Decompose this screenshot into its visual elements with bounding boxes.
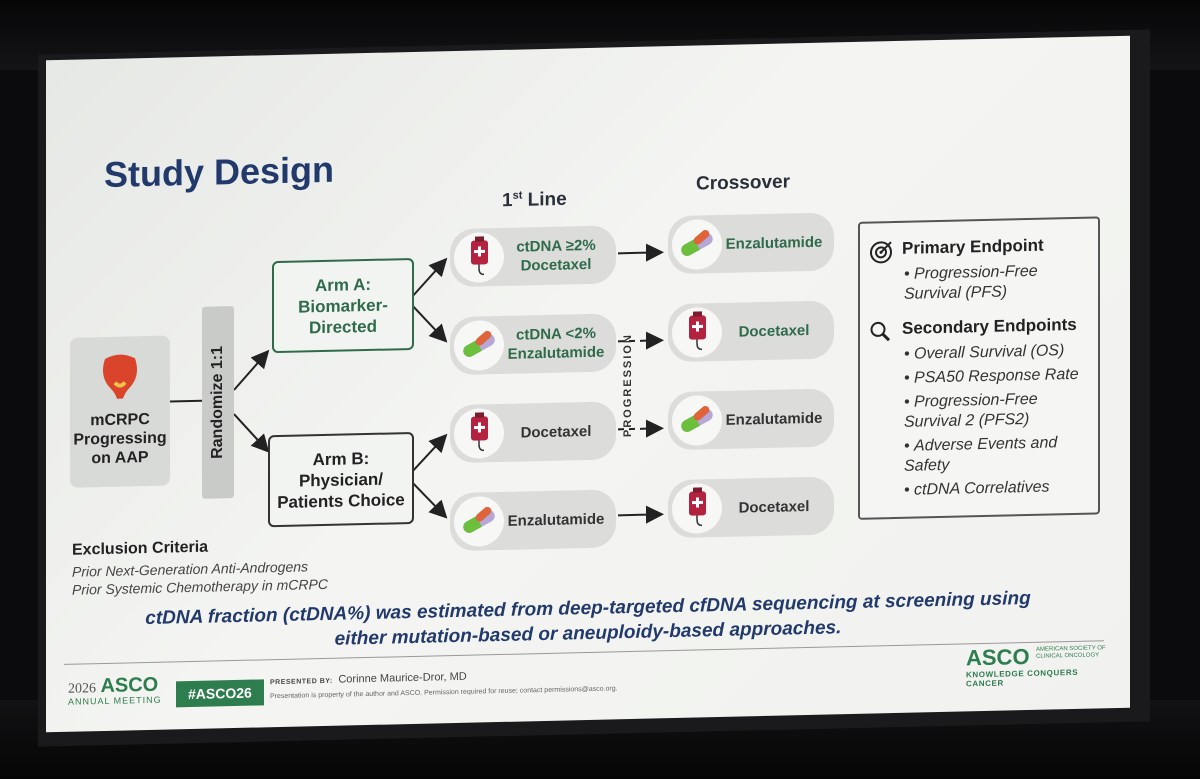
first-line-icon-holder-2 <box>454 319 504 372</box>
arm-a-line3: Directed <box>308 316 377 337</box>
crossover-pill-1: Enzalutamide <box>668 212 834 275</box>
capsule-icon <box>463 506 495 533</box>
crossover-icon-holder-4 <box>672 482 722 535</box>
arm-b-to-fl4-arrow <box>409 479 448 519</box>
arm-b-line3: Patients Choice <box>277 489 405 512</box>
presenter-name: Corinne Maurice-Dror, MD <box>338 670 467 686</box>
prostate-icon <box>103 354 137 399</box>
first-line-1-line1: ctDNA ≥2% <box>516 236 596 256</box>
secondary-endpoint-item: • Overall Survival (OS) <box>904 342 1065 363</box>
crossover-text-4: Docetaxel <box>738 497 810 517</box>
first-line-icon-holder-1 <box>454 231 504 284</box>
secondary-endpoint-item: • Progression-Free Survival 2 (PFS2) <box>904 390 1038 431</box>
secondary-endpoint-item: • Adverse Events and Safety <box>904 434 1058 475</box>
iv-bag-icon <box>689 487 706 527</box>
first-line-1-line2: Docetaxel <box>520 255 592 275</box>
crossover-icon-holder-3 <box>672 394 722 447</box>
first-line-text-3: Docetaxel <box>504 402 608 462</box>
fl3-to-co3-arrow <box>618 419 664 438</box>
slide: Study Design 1st Line Crossover mCRPC Pr… <box>46 35 1130 733</box>
rand-to-arm-a-arrow <box>233 349 270 391</box>
first-line-pill-1: ctDNA ≥2%Docetaxel <box>450 225 616 288</box>
crossover-pill-2: Docetaxel <box>668 300 834 363</box>
arm-a-line1: Arm A: <box>314 274 372 295</box>
secondary-endpoint-item: • ctDNA Correlatives <box>904 478 1050 499</box>
randomize-bar: Randomize 1:1 <box>202 306 234 499</box>
asco-logo-text: ASCO <box>966 643 1030 671</box>
asco-tagline: KNOWLEDGE CONQUERS CANCER <box>966 667 1079 689</box>
first-line-text-4: Enzalutamide <box>504 490 608 550</box>
target-icon <box>870 241 892 264</box>
first-line-pill-2: ctDNA <2%Enzalutamide <box>450 313 616 376</box>
exclusion-section: Exclusion Criteria Prior Next-Generation… <box>72 536 328 599</box>
first-line-text-1: ctDNA ≥2%Docetaxel <box>504 226 608 286</box>
fl1-to-co1-arrow <box>618 243 664 262</box>
slide-title: Study Design <box>104 148 335 195</box>
primary-endpoint-heading: Primary Endpoint <box>902 235 1044 258</box>
crossover-text-2: Docetaxel <box>738 321 810 341</box>
meeting-annual: ANNUAL MEETING <box>68 694 162 707</box>
meeting-logo: 2026 ASCO ANNUAL MEETING <box>68 674 162 707</box>
crossover-pill-4: Docetaxel <box>668 476 834 539</box>
arm-b-line1: Arm B: <box>312 448 370 469</box>
fl4-to-co4-arrow <box>618 505 664 524</box>
secondary-endpoint-item: • PSA50 Response Rate <box>904 365 1079 387</box>
endpoints-box: Primary Endpoint • Progression-Free Surv… <box>858 216 1100 520</box>
crossover-text-3: Enzalutamide <box>725 409 823 429</box>
arm-b-box: Arm B:Physician/Patients Choice <box>268 431 414 528</box>
meeting-asco: ASCO <box>100 673 159 698</box>
first-line-text-2: ctDNA <2%Enzalutamide <box>504 314 608 374</box>
pop-to-rand-line <box>170 399 202 403</box>
arm-b-to-fl3-arrow <box>409 433 448 475</box>
progression-label: PROGRESSION <box>622 333 634 438</box>
population-label-line2: Progressing <box>73 429 167 449</box>
arm-a-to-fl2-arrow <box>410 303 448 343</box>
primary-endpoint-item: • Progression-Free Survival (PFS) <box>904 262 1038 303</box>
crossover-text-1: Enzalutamide <box>725 233 823 253</box>
meeting-year: 2026 <box>68 681 96 697</box>
crossover-icon-holder-2 <box>672 306 722 359</box>
hashtag-badge: #ASCO26 <box>176 679 264 708</box>
population-label-line1: mCRPC <box>90 410 150 430</box>
first-line-icon-holder-3 <box>454 407 504 460</box>
first-line-2-line2: Enzalutamide <box>507 343 605 363</box>
first-line-icon-holder-4 <box>454 495 504 548</box>
capsule-icon <box>463 330 495 357</box>
presented-by-label: PRESENTED BY: <box>270 677 333 687</box>
first-line-heading: 1st Line <box>502 188 567 212</box>
arm-b-line2: Physician/ <box>298 469 384 491</box>
crossover-heading: Crossover <box>696 171 790 195</box>
iv-bag-icon <box>689 311 706 351</box>
flow-arrows <box>170 243 664 524</box>
fl2-to-co2-arrow <box>618 331 664 350</box>
first-line-3-line1: Docetaxel <box>520 422 592 442</box>
arm-a-box: Arm A:Biomarker-Directed <box>272 257 414 354</box>
crossover-icon-holder-1 <box>672 218 722 271</box>
secondary-endpoints-heading: Secondary Endpoints <box>902 314 1077 338</box>
arm-a-to-fl1-arrow <box>410 257 448 299</box>
magnifier-icon <box>870 321 891 342</box>
iv-bag-icon <box>471 236 488 276</box>
population-label-line3: on AAP <box>91 448 149 468</box>
rand-to-arm-b-arrow <box>233 413 270 453</box>
first-line-2-line1: ctDNA <2% <box>516 324 596 344</box>
crossover-pill-3: Enzalutamide <box>668 388 834 451</box>
capsule-icon <box>681 229 713 256</box>
capsule-icon <box>681 405 713 432</box>
population-box: mCRPC Progressing on AAP <box>70 335 170 488</box>
iv-bag-icon <box>471 412 488 452</box>
randomize-label: Randomize 1:1 <box>209 345 226 460</box>
arm-a-line2: Biomarker- <box>298 295 388 317</box>
first-line-pill-4: Enzalutamide <box>450 489 616 552</box>
first-line-pill-3: Docetaxel <box>450 401 616 464</box>
first-line-4-line1: Enzalutamide <box>507 510 605 530</box>
